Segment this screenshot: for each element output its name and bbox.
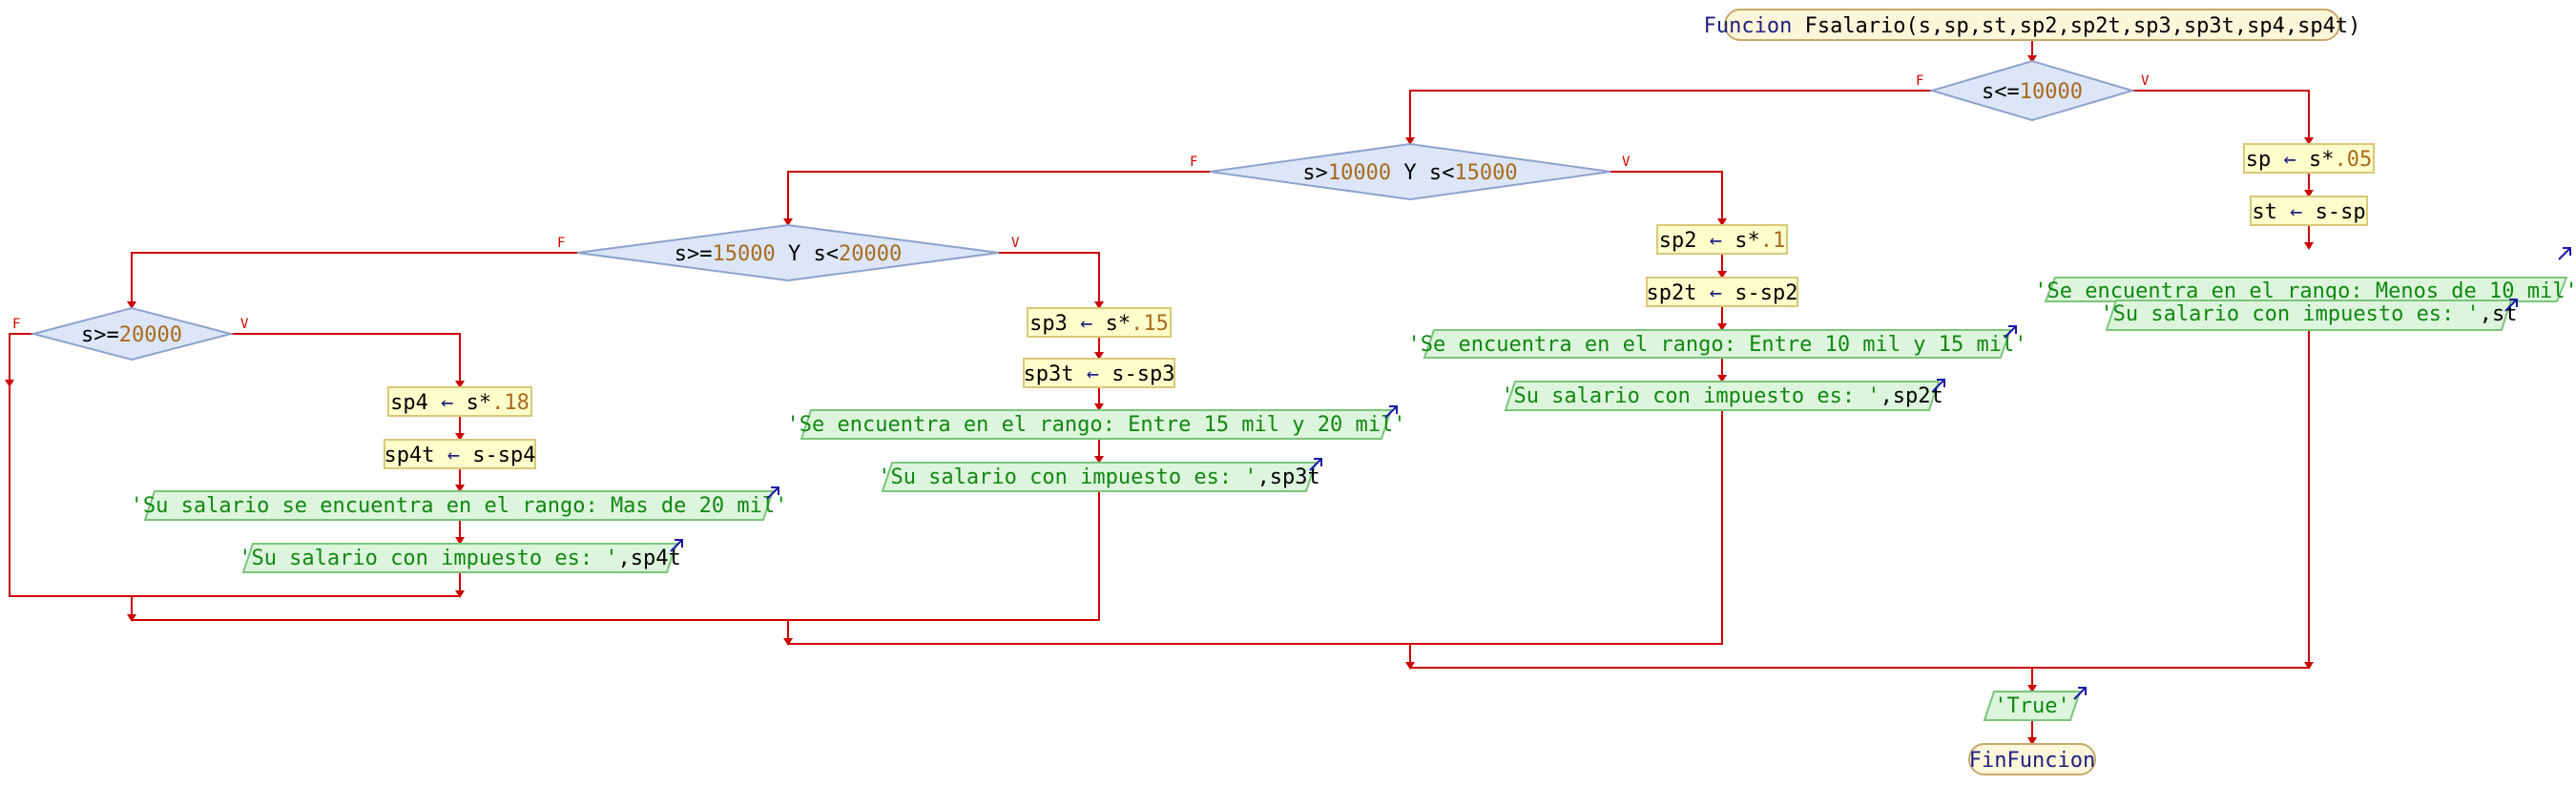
- output-text: 'Se encuentra en el rango: Entre 15 mil …: [786, 413, 1405, 437]
- assign-st[interactable]: st ← s-sp: [2250, 196, 2368, 226]
- output-range-over-20k[interactable]: 'Su salario se encuentra en el rango: Ma…: [131, 486, 788, 521]
- decision-shape: [30, 306, 235, 362]
- output-arrow-icon: [766, 486, 779, 500]
- decision-s-between-10000-15000[interactable]: s>10000 Y s<15000: [1209, 142, 1611, 201]
- output-arrow-icon: [2504, 299, 2518, 312]
- branch-label-true: V: [1622, 155, 1631, 170]
- process-shape: [384, 439, 536, 469]
- output-range-15k-20k[interactable]: 'Se encuentra en el rango: Entre 15 mil …: [786, 405, 1406, 440]
- branch-label-false: F: [12, 317, 20, 332]
- process-shape: [387, 386, 532, 417]
- output-text: 'Su salario con impuesto es: ',sp3t: [878, 465, 1320, 489]
- process-shape: [2243, 143, 2375, 174]
- connector-lines: [9, 40, 2310, 743]
- output-tax-sp3t[interactable]: 'Su salario con impuesto es: ',sp3t: [878, 458, 1322, 492]
- decision-condition: s<=10000: [1982, 80, 2083, 104]
- decision-condition: s>=15000 Y s<20000: [675, 242, 902, 266]
- output-arrow-icon: [2558, 247, 2571, 260]
- output-text: 'Su salario con impuesto es: ',sp4t: [239, 547, 681, 570]
- assign-text: sp ← s*.05: [2246, 148, 2373, 172]
- decision-shape: [576, 223, 1000, 282]
- output-shape: [143, 490, 775, 521]
- output-shape: [1983, 691, 2082, 721]
- output-shape: [1504, 381, 1941, 411]
- terminal-shape: [1968, 743, 2096, 775]
- process-shape: [2250, 196, 2368, 226]
- decision-s-le-10000[interactable]: s<=10000: [1928, 59, 2136, 122]
- decision-shape: [1928, 59, 2136, 122]
- function-keyword: Funcion: [1704, 14, 1793, 38]
- function-header[interactable]: Funcion Fsalario(s,sp,st,sp2,sp2t,sp3,sp…: [1704, 9, 2361, 41]
- branch-labels: F V F V F V F V: [12, 73, 2150, 332]
- output-text: 'True': [1994, 694, 2069, 718]
- function-end[interactable]: FinFuncion: [1968, 743, 2096, 775]
- output-text: 'Su salario con impuesto es: ',st: [2100, 302, 2517, 326]
- output-tax-st[interactable]: 'Su salario con impuesto es: ',st: [2100, 299, 2518, 331]
- assign-text: sp4 ← s*.18: [390, 391, 530, 415]
- decision-condition: s>=20000: [81, 323, 182, 347]
- output-shape: [881, 462, 1318, 492]
- assign-sp2t[interactable]: sp2t ← s-sp2: [1646, 277, 1798, 307]
- function-end-label: FinFuncion: [1969, 749, 2095, 773]
- branch-label-true: V: [2141, 73, 2150, 89]
- process-shape: [1023, 358, 1175, 388]
- assign-text: sp2t ← s-sp2: [1647, 281, 1798, 305]
- output-tax-sp4t[interactable]: 'Su salario con impuesto es: ',sp4t: [239, 539, 683, 573]
- process-shape: [1646, 277, 1798, 307]
- output-text: 'Su salario se encuentra en el rango: Ma…: [131, 494, 788, 518]
- function-signature: Fsalario(s,sp,st,sp2,sp2t,sp3,sp3t,sp4,s…: [1805, 14, 2361, 38]
- output-shape: [2044, 277, 2568, 302]
- assign-sp[interactable]: sp ← s*.05: [2243, 143, 2375, 174]
- assign-sp4t[interactable]: sp4t ← s-sp4: [384, 439, 536, 469]
- decision-condition: s>10000 Y s<15000: [1302, 161, 1517, 185]
- terminal-shape: [1724, 9, 2340, 41]
- process-shape: [1656, 224, 1788, 255]
- branch-label-false: F: [1916, 73, 1923, 89]
- assign-sp2[interactable]: sp2 ← s*.1: [1656, 224, 1788, 255]
- output-text: 'Su salario con impuesto es: ',sp2t: [1501, 384, 1943, 408]
- assign-sp3[interactable]: sp3 ← s*.15: [1027, 307, 1172, 338]
- branch-label-true: V: [240, 317, 249, 332]
- decision-s-ge-20000[interactable]: s>=20000: [30, 306, 235, 362]
- output-arrow-icon: [1309, 458, 1322, 471]
- assign-text: sp4t ← s-sp4: [384, 444, 536, 467]
- output-range-10k-15k[interactable]: 'Se encuentra en el rango: Entre 10 mil …: [1407, 325, 2027, 359]
- process-shape: [1027, 307, 1172, 338]
- decision-shape: [1209, 142, 1611, 201]
- output-text: 'Se encuentra en el rango: Entre 10 mil …: [1407, 333, 2026, 357]
- output-arrow-icon: [2004, 325, 2017, 339]
- output-shape: [2105, 300, 2513, 331]
- branch-label-true: V: [1011, 236, 1020, 251]
- decision-s-between-15000-20000[interactable]: s>=15000 Y s<20000: [576, 223, 1000, 282]
- branch-label-false: F: [1190, 155, 1197, 170]
- branch-label-false: F: [557, 236, 565, 251]
- assign-sp3t[interactable]: sp3t ← s-sp3: [1023, 358, 1175, 388]
- output-arrow-icon: [2073, 687, 2087, 700]
- output-arrow-icon: [1384, 405, 1398, 419]
- arrow-heads: [5, 55, 2314, 745]
- assign-text: sp2 ← s*.1: [1659, 229, 1786, 253]
- assign-sp4[interactable]: sp4 ← s*.18: [387, 386, 532, 417]
- assign-text: sp3 ← s*.15: [1029, 312, 1169, 336]
- output-text: 'Se encuentra en el rango: Menos de 10 m…: [2034, 279, 2576, 303]
- output-shape: [241, 543, 678, 573]
- output-tax-sp2t[interactable]: 'Su salario con impuesto es: ',sp2t: [1501, 379, 1945, 411]
- output-arrow-icon: [670, 539, 683, 552]
- output-shape: [1423, 329, 2012, 359]
- function-header-text: Funcion Fsalario(s,sp,st,sp2,sp2t,sp3,sp…: [1704, 14, 2361, 38]
- output-arrow-icon: [1932, 379, 1945, 392]
- output-true[interactable]: 'True': [1983, 687, 2087, 721]
- output-range-under-10k[interactable]: 'Se encuentra en el rango: Menos de 10 m…: [2034, 247, 2576, 303]
- output-shape: [800, 409, 1393, 440]
- assign-text: sp3t ← s-sp3: [1024, 362, 1175, 386]
- assign-text: st ← s-sp: [2252, 200, 2365, 224]
